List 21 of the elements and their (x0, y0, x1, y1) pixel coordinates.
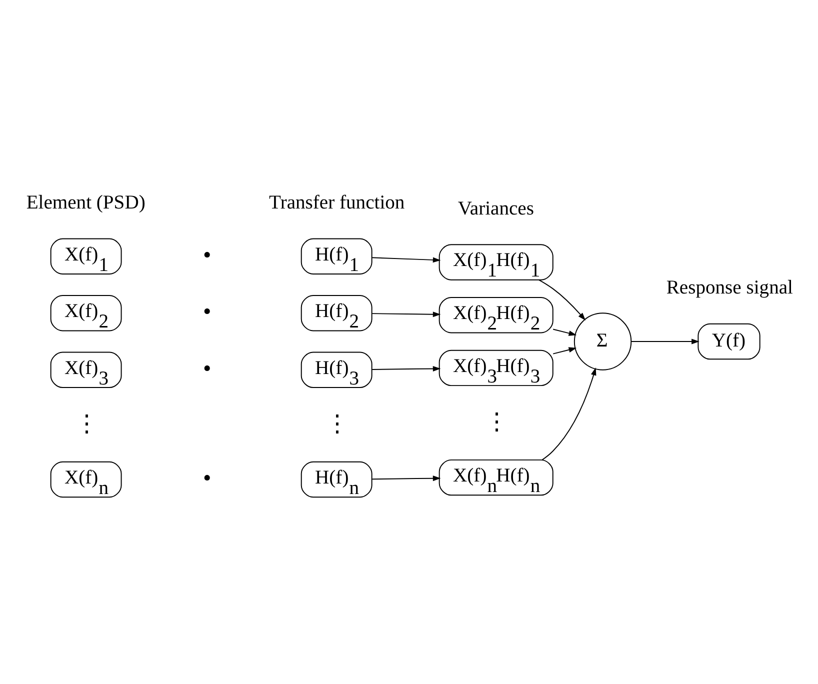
arrow (372, 365, 441, 371)
arrow (542, 367, 596, 460)
label: Variances (458, 198, 534, 219)
label: • (203, 242, 212, 268)
arrow (552, 328, 577, 336)
label: ⋮ (325, 410, 348, 436)
label: Transfer function (269, 192, 405, 213)
arrow (552, 346, 577, 354)
label: • (203, 465, 212, 492)
label: ⋮ (74, 410, 98, 436)
label: ⋮ (484, 408, 508, 434)
arrow (538, 278, 586, 320)
arrow (372, 311, 441, 317)
label: • (203, 298, 212, 325)
node-box: Y(f) (698, 322, 760, 360)
label: Element (PSD) (26, 192, 146, 213)
arrow (372, 256, 441, 262)
label: • (203, 355, 212, 382)
label: Response signal (666, 277, 793, 298)
arrow (630, 338, 700, 344)
arrow (372, 475, 441, 481)
